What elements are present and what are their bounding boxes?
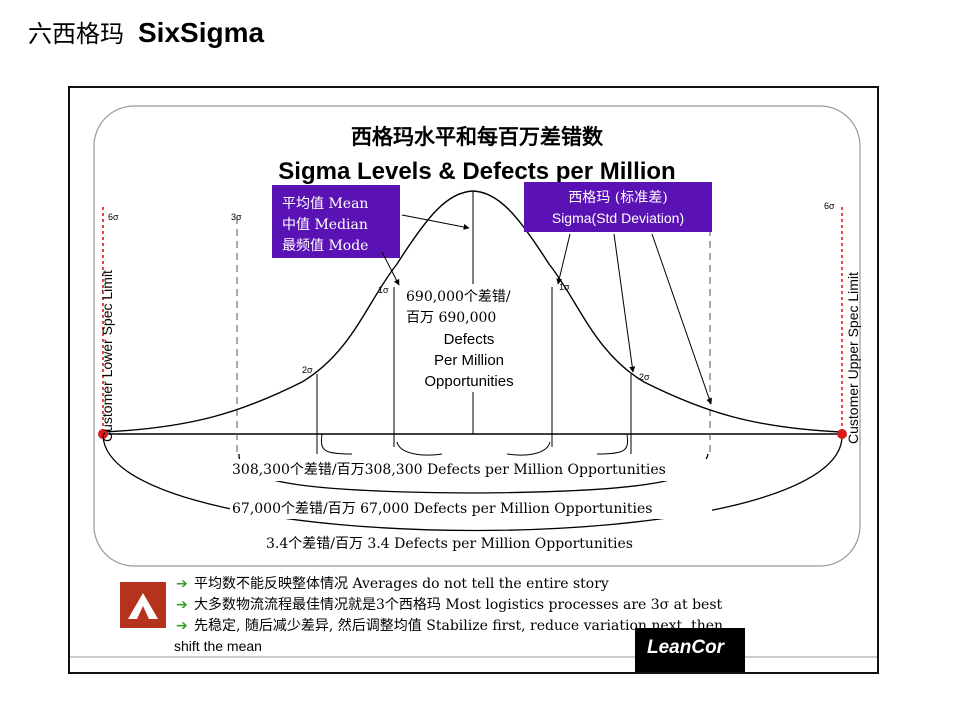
callout-median: 中值 Median (282, 217, 368, 233)
upper-spec-label: Customer Upper Spec Limit (845, 272, 861, 444)
diagram-title-en: Sigma Levels & Defects per Million (278, 158, 675, 185)
mean-arrow-to-center (401, 214, 470, 230)
range-arc-6sigma (102, 435, 843, 532)
sigma-diagram: 西格玛水平和每百万差错数 Sigma Levels & Defects per … (70, 105, 877, 658)
mean-median-mode-callout (272, 185, 400, 258)
note-3-tail: shift the mean (174, 638, 262, 654)
note-arrow-icon: ➔ (176, 576, 188, 592)
callout-sigma-en: Sigma(Std Deviation) (552, 210, 684, 226)
center-text-bg (400, 284, 538, 392)
upper-spec-dot (837, 429, 847, 439)
lower-spec-label: Customer Lower Spec Limit (99, 270, 115, 442)
sigma-arrow-2 (613, 233, 636, 373)
range-arc-1sigma-right (506, 441, 551, 456)
sigma-std-callout (524, 182, 712, 232)
sigma1-right-mark: 1σ (559, 282, 570, 292)
center-text-line2: 百万 690,000 (406, 310, 496, 326)
sigma-arrow-1 (556, 233, 571, 285)
sigma6-right-mark: 6σ (824, 201, 835, 211)
range-label-6sigma: 3.4个差错/百万 3.4 Defects per Million Opport… (266, 536, 633, 552)
sigma3-left-mark: 3σ (231, 212, 242, 222)
note-arrow-icon: ➔ (176, 597, 188, 613)
note-1: 平均数不能反映整体情况 Averages do not tell the ent… (194, 576, 609, 592)
range-label-3-bg (264, 533, 684, 553)
callout-mode: 最频值 Mode (282, 238, 368, 254)
sigma2-right-mark: 2σ (639, 372, 650, 382)
note-3: 先稳定, 随后减少差异, 然后调整均值 Stabilize first, red… (194, 617, 723, 634)
note-arrow-icon: ➔ (176, 618, 188, 634)
range-label-1sigma: 308,300个差错/百万308,300 Defects per Million… (232, 462, 666, 478)
sigma6-left-mark: 6σ (108, 212, 119, 222)
tent-icon (128, 593, 158, 619)
range-label-2sigma: 67,000个差错/百万 67,000 Defects per Million … (232, 501, 652, 517)
range-label-1-bg (230, 459, 726, 481)
lower-spec-dot (98, 429, 108, 439)
note-2: 大多数物流流程最佳情况就是3个西格玛 Most logistics proces… (194, 596, 723, 613)
leancor-logo: LeanCor (635, 628, 745, 672)
center-text-line3: Defects (444, 331, 495, 348)
center-text-line4: Per Million (434, 352, 504, 369)
inner-outline (93, 105, 861, 567)
sigma-arrow-3 (651, 233, 713, 405)
range-arc-1sigma-left (396, 441, 443, 456)
page-title: 六西格玛 SixSigma (28, 14, 264, 49)
page-title-en: SixSigma (138, 17, 265, 48)
range-arc-2sigma-right (596, 433, 629, 455)
sigma1-left-mark: 1σ (378, 285, 389, 295)
center-text-line5: Opportunities (424, 373, 513, 390)
center-text-line1: 690,000个差错/ (406, 289, 511, 305)
range-label-2-bg (230, 497, 712, 519)
sigma2-left-mark: 2σ (302, 365, 313, 375)
mean-arrow-to-curve (381, 251, 400, 286)
bell-curve (102, 190, 843, 433)
range-arc-2sigma-left (320, 433, 353, 455)
callout-mean: 平均值 Mean (282, 196, 368, 212)
diagram-title-cn: 西格玛水平和每百万差错数 (351, 124, 604, 149)
page-title-cn: 六西格玛 (28, 20, 124, 48)
diagram-frame: 西格玛水平和每百万差错数 Sigma Levels & Defects per … (68, 86, 879, 674)
callout-sigma-cn: 西格玛 (标准差) (568, 190, 667, 206)
